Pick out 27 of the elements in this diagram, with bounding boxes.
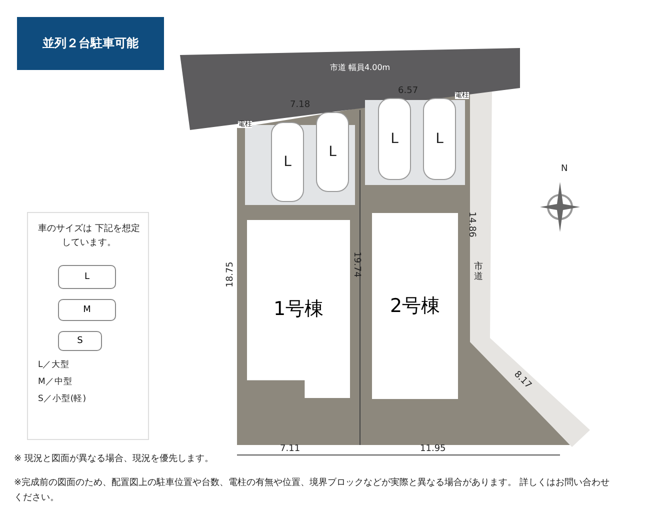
road-label: 市道 bbox=[474, 262, 485, 283]
car-icon: M bbox=[58, 299, 116, 321]
title-banner: 並列２台駐車可能 bbox=[17, 17, 164, 70]
building-block: 2号棟 bbox=[372, 213, 458, 399]
car-icon: L bbox=[271, 122, 304, 202]
legend-panel bbox=[27, 212, 149, 440]
legend-text: M／中型 bbox=[38, 378, 72, 386]
legend-text: S／小型(軽) bbox=[38, 395, 86, 404]
dimension-label: 7.11 bbox=[280, 445, 300, 454]
road-label: 市道 幅員4.00m bbox=[300, 62, 420, 74]
car-icon: L bbox=[378, 98, 411, 180]
car-icon: L bbox=[316, 112, 349, 192]
note-text: ※ 現況と図面が異なる場合、現況を優先します。 bbox=[14, 455, 214, 464]
building-block: 1号棟 bbox=[247, 220, 350, 398]
legend-heading: 車のサイズは 下記を想定しています。 bbox=[37, 223, 141, 250]
car-icon: S bbox=[58, 331, 102, 351]
dimension-label: 6.57 bbox=[398, 87, 418, 96]
car-icon: L bbox=[423, 98, 456, 180]
north-label: N bbox=[561, 165, 568, 174]
dimension-label: 19.74 bbox=[351, 252, 360, 278]
dimension-label: 11.95 bbox=[420, 445, 446, 454]
legend-text: L／大型 bbox=[38, 361, 70, 370]
car-icon: L bbox=[58, 265, 116, 289]
dimension-label: 14.86 bbox=[466, 212, 476, 238]
dimension-label: 7.18 bbox=[290, 101, 310, 110]
note-text: ※完成前の図面のため、配置図上の駐車位置や台数、電柱の有無や位置、境界ブロックなどが実際と異なる場合があります。 詳しくはお問い合わせください。 bbox=[14, 476, 610, 506]
dimension-label: 18.75 bbox=[226, 262, 236, 288]
